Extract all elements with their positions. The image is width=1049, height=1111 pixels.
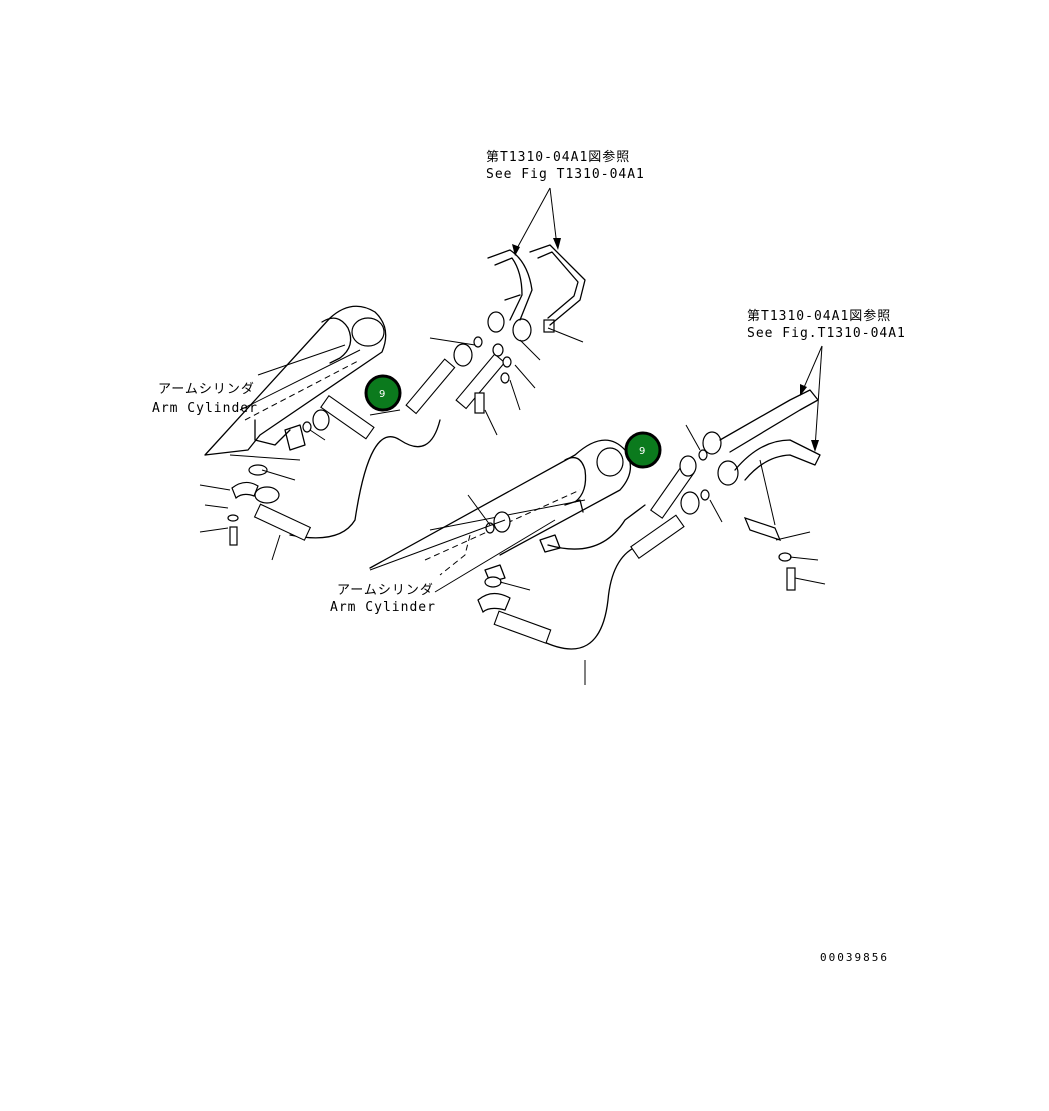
right-assembly: アームシリンダ Arm Cylinder <box>330 389 826 685</box>
right-reference: 第T1310-04A1図参照 See Fig.T1310-04A1 <box>747 308 906 452</box>
right-pipe-1 <box>719 389 819 453</box>
left-tube-fitting-b <box>455 353 506 410</box>
right-reference-arrow-1 <box>801 345 823 393</box>
right-flange-a <box>679 455 697 477</box>
right-flange-b <box>680 491 700 515</box>
right-clamp <box>743 517 782 541</box>
left-cylinder-port-block <box>254 419 291 446</box>
right-reference-en: See Fig.T1310-04A1 <box>747 326 906 341</box>
top-reference-arrow-1 <box>514 187 551 253</box>
left-flange-upper <box>312 409 330 431</box>
left-pipe-2 <box>529 244 586 326</box>
left-pipe-1 <box>487 249 533 321</box>
document-number: 00039856 <box>820 951 889 964</box>
right-pipe-2 <box>734 439 821 481</box>
top-reference-jp: 第T1310-04A1図参照 <box>486 149 630 165</box>
left-hose-fitting-upper <box>320 395 375 440</box>
left-bolt-upper <box>474 392 485 414</box>
right-flange-e <box>493 511 511 533</box>
left-cylinder-label-jp: アームシリンダ <box>158 382 255 397</box>
left-port-lug <box>284 424 306 451</box>
right-arm-cylinder-body <box>369 439 632 569</box>
left-o-ring-lower <box>248 464 268 476</box>
top-reference: 第T1310-04A1図参照 See Fig T1310-04A1 <box>486 149 645 256</box>
right-cylinder-leader-2 <box>434 519 556 593</box>
right-reference-arrow-2 <box>814 345 823 449</box>
right-flange-d <box>717 460 739 486</box>
right-cylinder-eye <box>596 447 624 477</box>
callout-left[interactable]: 9 <box>364 374 402 412</box>
callout-number: 9 <box>379 389 385 400</box>
left-cylinder-hidden-line <box>244 359 361 421</box>
right-cylinder-label-jp: アームシリンダ <box>337 583 434 598</box>
left-hose <box>289 419 441 539</box>
right-washer <box>778 552 792 562</box>
left-cylinder-rim <box>321 317 352 364</box>
right-cylinder-label-en: Arm Cylinder <box>330 600 436 615</box>
right-reference-jp: 第T1310-04A1図参照 <box>747 308 891 324</box>
top-reference-en: See Fig T1310-04A1 <box>486 167 645 182</box>
left-o-ring-upper <box>302 421 312 433</box>
left-arm-cylinder-body <box>204 305 387 456</box>
callout-marker[interactable] <box>624 431 662 469</box>
right-hose-fitting-mid <box>630 514 685 559</box>
left-flange-a <box>453 343 473 367</box>
right-hose <box>539 504 646 650</box>
right-cylinder-leader-1 <box>369 519 506 571</box>
callout-right[interactable]: 9 <box>624 431 662 469</box>
left-flange-head <box>254 486 280 504</box>
left-bolt <box>229 526 238 546</box>
right-o-ring-lower <box>484 576 502 588</box>
left-nut <box>543 319 555 333</box>
left-hose-fitting-lower <box>253 503 312 541</box>
left-cylinder-label-en: Arm Cylinder <box>152 401 258 416</box>
right-bolt <box>786 567 796 591</box>
left-cylinder-eye <box>351 317 385 347</box>
right-hose-fitting-lower <box>493 610 552 644</box>
left-flange-c <box>512 318 532 342</box>
left-tube-fitting-a <box>405 358 456 415</box>
left-assembly: アームシリンダ Arm Cylinder <box>152 244 586 561</box>
callout-marker[interactable] <box>364 374 402 412</box>
callout-number: 9 <box>639 446 645 457</box>
left-cylinder-leader <box>257 344 346 376</box>
right-flange-c <box>702 431 722 455</box>
left-split-flange <box>231 481 259 500</box>
left-washer <box>227 514 239 522</box>
top-reference-arrow-2 <box>549 187 558 247</box>
right-split-flange <box>477 592 511 613</box>
left-flange-b <box>487 311 505 333</box>
